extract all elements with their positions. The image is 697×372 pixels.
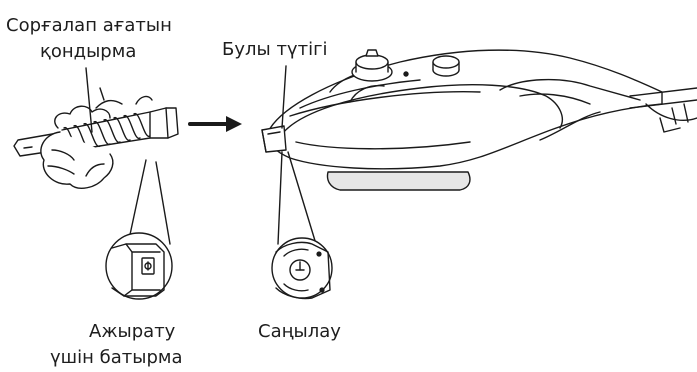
nozzle-in-hand-illustration bbox=[13, 67, 179, 245]
direction-arrow bbox=[188, 116, 242, 132]
steam-control-knob bbox=[351, 49, 393, 82]
hand-illustration bbox=[40, 87, 153, 189]
leader-line-steam-tube bbox=[281, 65, 287, 129]
label-clicking: Саңылау bbox=[258, 321, 341, 342]
label-release-line2: үшін батырма bbox=[50, 347, 183, 368]
label-steam-tube: Булы түтігі bbox=[222, 39, 328, 60]
steam-tube-outlet bbox=[261, 125, 287, 153]
label-release-line1: Ажырату bbox=[89, 321, 176, 342]
water-tank-cap bbox=[432, 55, 460, 77]
label-nozzle-line1: Сорғалап ағатын bbox=[6, 15, 172, 36]
leader-line-nozzle bbox=[85, 67, 93, 133]
release-button-detail bbox=[105, 232, 173, 300]
label-nozzle-line2: қондырма bbox=[40, 41, 137, 62]
spring-coil bbox=[61, 111, 151, 153]
steamer-device-illustration bbox=[261, 49, 697, 245]
clicking-detail bbox=[271, 237, 333, 300]
